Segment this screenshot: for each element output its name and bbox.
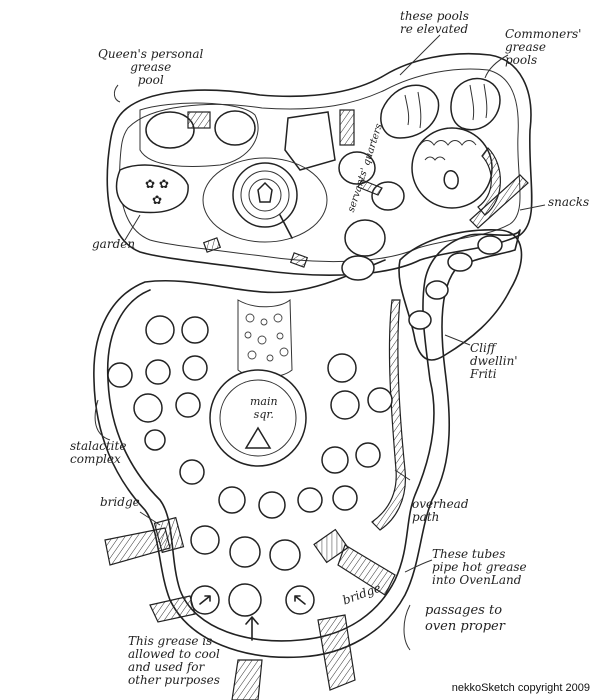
tube-left [104,527,171,566]
label-overhead: overhead path [412,497,469,524]
passage-lower-left [149,595,196,623]
leader-line [394,469,411,481]
lower-pool [355,442,381,468]
stalactite-pool [181,316,209,344]
leader-line [124,214,141,241]
arrow-icon [245,616,259,641]
label-cool: This grease is allowed to cool and used … [128,634,220,687]
overhead-path [371,299,407,531]
leader-line [404,559,433,573]
main-square-outer [209,369,307,467]
label-cliff: Cliff dwellin' Friti [470,341,518,381]
lower-pool [321,446,349,474]
commoner-dome [411,127,493,209]
lower-pool [190,525,220,555]
elevated-pool-left [380,84,440,139]
servant-room [341,255,375,281]
throne-ramp [279,214,293,239]
queens-pool-right [214,110,256,146]
passage-lower-right [317,614,356,691]
servant-room [338,151,376,185]
label-queens-pool: Queen's personal grease pool [98,47,204,87]
cliff-dwelling [477,235,503,255]
queens-pool-area [139,102,259,167]
cliff-lobe [398,228,523,361]
queens-pool-bridge [187,111,211,129]
leader-line [403,604,411,651]
lower-pool [367,387,393,413]
throne-base [202,157,328,243]
snack-rack [469,174,529,229]
garden-patch [115,164,189,214]
lower-pool [179,459,205,485]
lower-pool [218,486,246,514]
lower-pool [229,536,261,568]
throne-ring-mid [240,170,290,220]
throne-core [257,181,273,203]
bridge-right [313,528,349,564]
stalactite-pool [175,392,201,418]
servant-stair [357,179,383,196]
cliff-dwelling [408,310,432,330]
flower-icon: ✿ ✿ [145,177,169,191]
stalactite-pool [145,359,171,385]
dome-seed [443,170,459,190]
upper-cavern-outline [106,52,533,276]
label-snacks: snacks [548,195,590,209]
leader-line [484,54,509,79]
servant-passage [339,109,355,146]
gate-right [289,252,309,268]
label-main-sqr: main sqr. [250,395,278,421]
stalactite-pool [182,355,208,381]
leader-line [444,334,471,346]
main-square-inner [219,379,297,457]
cliff-dwelling [447,252,473,272]
lower-pool [269,539,301,571]
label-passages: passages to oven proper [425,603,505,634]
leader-line [113,84,121,103]
elevated-pool-right [450,77,501,131]
copyright-text: nekkoSketch copyright 2009 [451,682,590,694]
main-square-notch [244,426,272,449]
label-commoners: Commoners' grease pools [505,27,582,67]
label-garden: garden [92,237,136,251]
cliff-dwelling [425,280,449,300]
dome-bubbles [419,140,477,161]
queens-pool-left [145,111,195,149]
label-elevated: these pools re elevated [400,9,469,36]
leader-line [519,204,546,211]
lower-pool [327,353,357,383]
throne-ring-inner [248,178,282,212]
label-stalactite: stalactite complex [70,439,127,466]
label-bridge-left: bridge [100,495,140,509]
lower-pool [330,390,360,420]
stalactite-pool [144,429,166,451]
lower-pool [258,491,286,519]
leader-line [399,34,441,76]
grease-drip-icon [404,83,488,129]
stalactite-pool [107,362,133,388]
flower-icon: ✿ [152,193,162,207]
label-tubes: These tubes pipe hot grease into OvenLan… [432,547,527,587]
pebbles [244,313,289,362]
rock-formation [284,111,336,171]
passage-bottom-left [231,659,263,700]
stalactite-pool [145,315,175,345]
pebble-corridor [237,298,293,378]
lower-pool [228,583,262,617]
arrow-icon [199,595,211,605]
lower-pool [332,485,358,511]
servant-room [344,219,386,257]
upper-cavern-inner [119,68,521,263]
leader-line [94,399,111,441]
gate-left [202,237,222,253]
lower-pool [297,487,323,513]
tube-right [337,544,396,596]
stalactite-pool [133,393,163,423]
arrow-icon [294,595,306,605]
leader-line [139,511,161,526]
